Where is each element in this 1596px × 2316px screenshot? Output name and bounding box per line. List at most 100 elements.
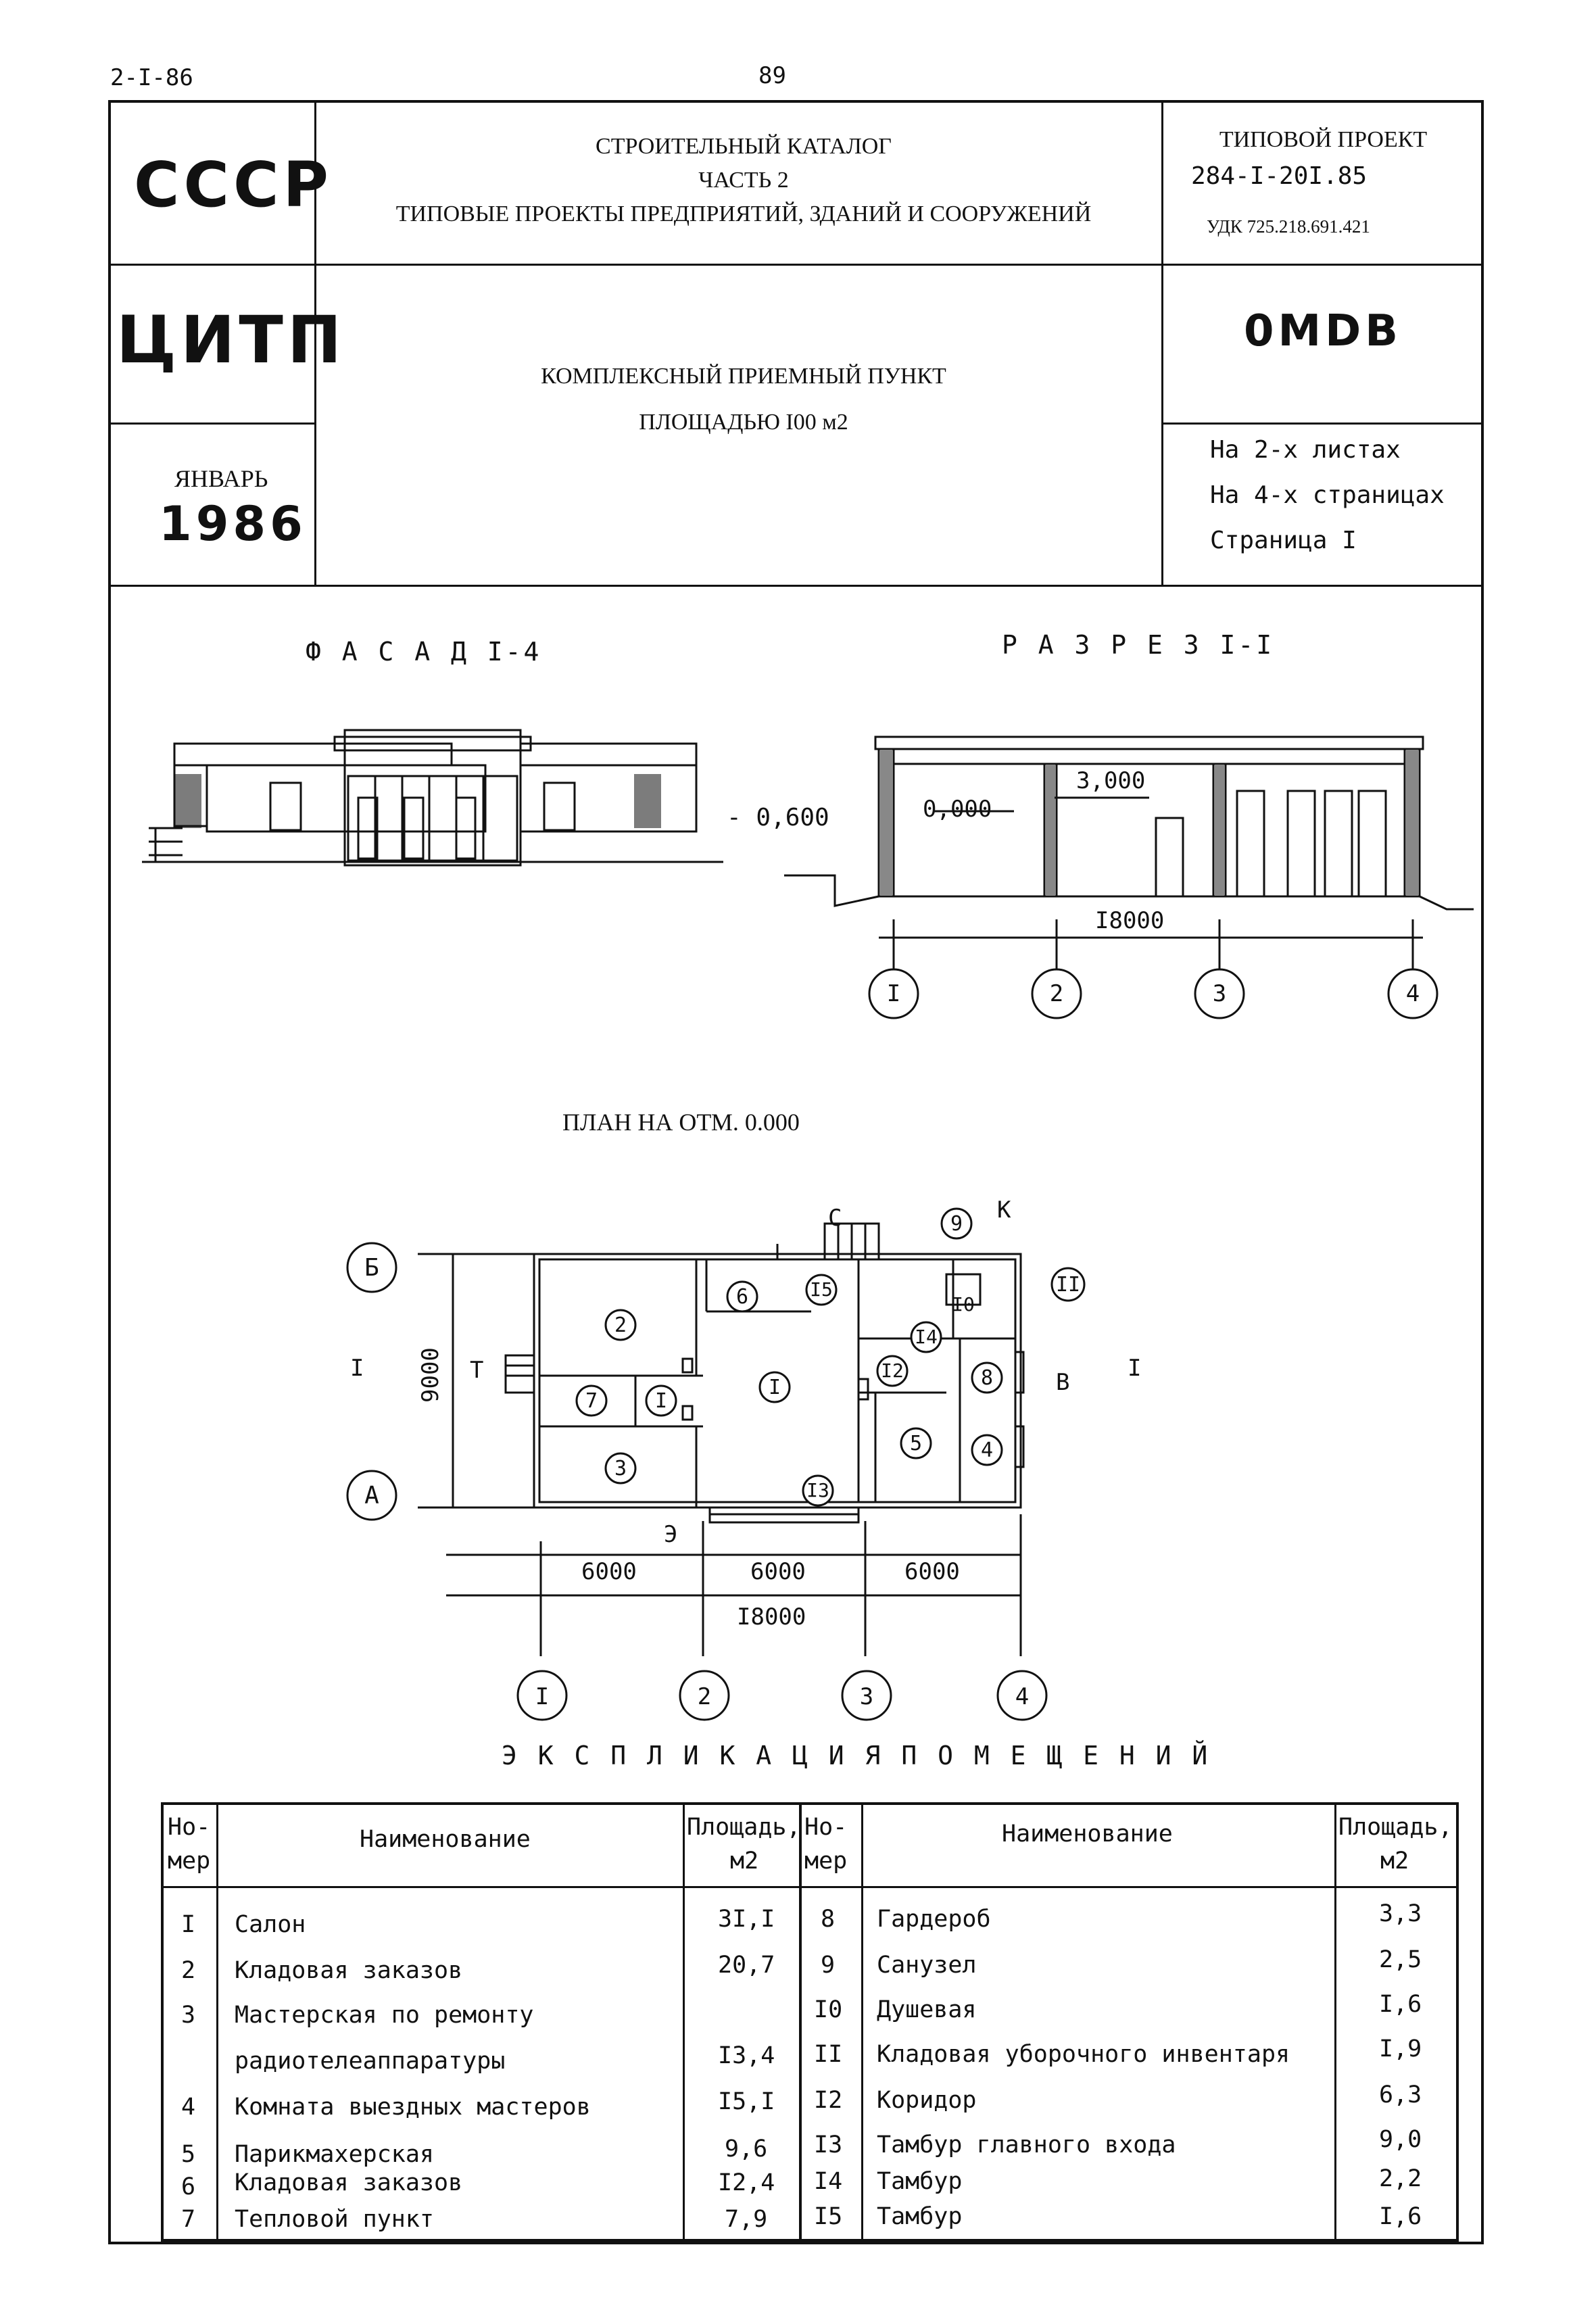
divider [108, 423, 314, 425]
right-row-2-num: 9 [821, 1952, 836, 1979]
sheets-count: На 2-х листах [1210, 436, 1401, 464]
left-row-3-name: Мастерская по ремонту [235, 2002, 534, 2029]
room-mark-10: I0 [952, 1293, 975, 1316]
left-row-5-area: 9,6 [725, 2136, 768, 2163]
right-row-6-num: I3 [814, 2131, 843, 2158]
divider [1334, 1805, 1336, 2239]
left-row-2-area: 20,7 [718, 1952, 775, 1979]
catalog-line-1: СТРОИТЕЛЬНЫЙ КАТАЛОГ [596, 134, 892, 159]
project-label: ТИПОВОЙ ПРОЕКТ [1219, 127, 1428, 152]
room-mark-3: 3 [614, 1457, 627, 1480]
explication-title: Э К С П Л И К А Ц И Я П О М Е Щ Е Н И Й [502, 1741, 1211, 1770]
level-top: 3,000 [1076, 767, 1146, 794]
left-row-6-num: 6 [181, 2173, 196, 2200]
right-row-4-name: Кладовая уборочного инвентаря [877, 2041, 1290, 2068]
level-minus: - 0,600 [727, 804, 829, 831]
cut-mark-right: I [1128, 1355, 1142, 1382]
right-row-3-area: I,6 [1379, 1991, 1422, 2018]
section-drawing [784, 735, 1474, 1014]
udk: УДК 725.218.691.421 [1207, 216, 1370, 237]
pages-count: На 4-х страницах [1210, 481, 1445, 509]
plan-dim-bay-2: 6000 [750, 1558, 806, 1585]
explication-table: Но- мер Наименование Площадь, м2 Но- мер… [161, 1802, 1459, 2242]
header-area-1-right: Площадь, [1338, 1814, 1453, 1841]
title-line-1: КОМПЛЕКСНЫЙ ПРИЕМНЫЙ ПУНКТ [541, 364, 946, 389]
right-row-6-area: 9,0 [1379, 2126, 1422, 2153]
room-mark-4: 4 [980, 1439, 994, 1462]
section-axis-3: 3 [1212, 980, 1227, 1007]
divider [1161, 100, 1163, 587]
divider [216, 1805, 218, 2239]
right-row-7-area: 2,2 [1379, 2165, 1422, 2192]
room-mark-2: 2 [614, 1313, 627, 1337]
left-row-1-area: 3I,I [718, 1906, 775, 1933]
facade-title: Ф А С А Д I-4 [306, 637, 542, 667]
entry-k: К [997, 1197, 1011, 1224]
document-code: 2-I-86 [110, 64, 193, 91]
left-row-3b-name: радиотелеаппаратуры [235, 2048, 506, 2075]
divider [314, 264, 1484, 266]
right-row-6-name: Тамбур главного входа [877, 2131, 1176, 2158]
room-mark-15: I5 [810, 1278, 833, 1301]
section-title: Р А З Р Е З I-I [1002, 630, 1275, 660]
plan-dim-bay-1: 6000 [581, 1558, 637, 1585]
right-row-3-name: Душевая [877, 1996, 977, 2023]
left-row-5-name: Парикмахерская [235, 2141, 435, 2168]
title-line-2: ПЛОЩАДЬЮ I00 м2 [639, 410, 848, 435]
header-num-2: мер [168, 1848, 211, 1875]
right-row-5-num: I2 [814, 2087, 843, 2114]
right-row-4-area: I,9 [1379, 2035, 1422, 2062]
right-row-8-area: I,6 [1379, 2203, 1422, 2230]
plan-drawing [418, 1207, 1086, 1656]
room-mark-7: 7 [585, 1389, 598, 1413]
org-ussr: СССР [134, 149, 333, 221]
divider [1161, 423, 1484, 425]
facade-drawing [142, 729, 723, 867]
drawing-sheet [108, 100, 1484, 2244]
plan-axes [346, 1242, 1048, 1721]
left-row-4-name: Комната выездных мастеров [235, 2094, 591, 2121]
divider [108, 264, 314, 266]
divider [108, 585, 1484, 587]
right-row-7-num: I4 [814, 2168, 843, 2195]
left-row-2-num: 2 [181, 1957, 196, 1984]
room-mark-6: 6 [735, 1285, 749, 1309]
left-row-3-num: 3 [181, 2002, 196, 2029]
room-mark-12: I2 [881, 1359, 904, 1382]
header-area-1: Площадь, [687, 1814, 801, 1841]
right-row-4-num: II [814, 2041, 843, 2068]
left-row-4-num: 4 [181, 2094, 196, 2121]
divider [314, 100, 316, 587]
divider [861, 1805, 863, 2239]
left-row-5-num: 5 [181, 2141, 196, 2168]
right-row-1-num: 8 [821, 1906, 836, 1933]
left-row-7-area: 7,9 [725, 2206, 768, 2233]
room-mark-1: I [768, 1376, 781, 1399]
header-name: Наименование [360, 1826, 531, 1853]
entry-e: Э [664, 1521, 678, 1548]
plan-dim-total: I8000 [737, 1603, 806, 1631]
plan-axis-1: I [535, 1683, 550, 1710]
room-mark-13: I3 [806, 1479, 829, 1501]
room-mark-9: 9 [950, 1212, 963, 1236]
right-row-3-num: I0 [814, 1996, 843, 2023]
issue-month: ЯНВАРЬ [174, 465, 268, 492]
header-name-right: Наименование [1002, 1820, 1173, 1848]
cut-mark-left: I [350, 1355, 364, 1382]
section-axis-4: 4 [1405, 980, 1420, 1007]
left-row-1-name: Салон [235, 1911, 306, 1938]
catalog-line-3: ТИПОВЫЕ ПРОЕКТЫ ПРЕДПРИЯТИЙ, ЗДАНИЙ И СО… [395, 201, 1092, 226]
right-row-1-name: Гардероб [877, 1906, 991, 1933]
entry-v: В [1056, 1369, 1070, 1396]
header-num-1: Но- [168, 1814, 211, 1841]
right-row-7-name: Тамбур [877, 2168, 963, 2195]
room-mark-11: II [1055, 1273, 1081, 1297]
header-num-2-right: мер [804, 1848, 848, 1875]
plan-title: ПЛАН НА ОТМ. 0.000 [562, 1109, 800, 1136]
header-area-2-right: м2 [1380, 1848, 1409, 1875]
plan-axis-3: 3 [859, 1683, 874, 1710]
header-area-2: м2 [730, 1848, 759, 1875]
plan-axis-4: 4 [1015, 1683, 1030, 1710]
section-axis-2: 2 [1049, 980, 1064, 1007]
issue-year: 1986 [159, 496, 307, 552]
